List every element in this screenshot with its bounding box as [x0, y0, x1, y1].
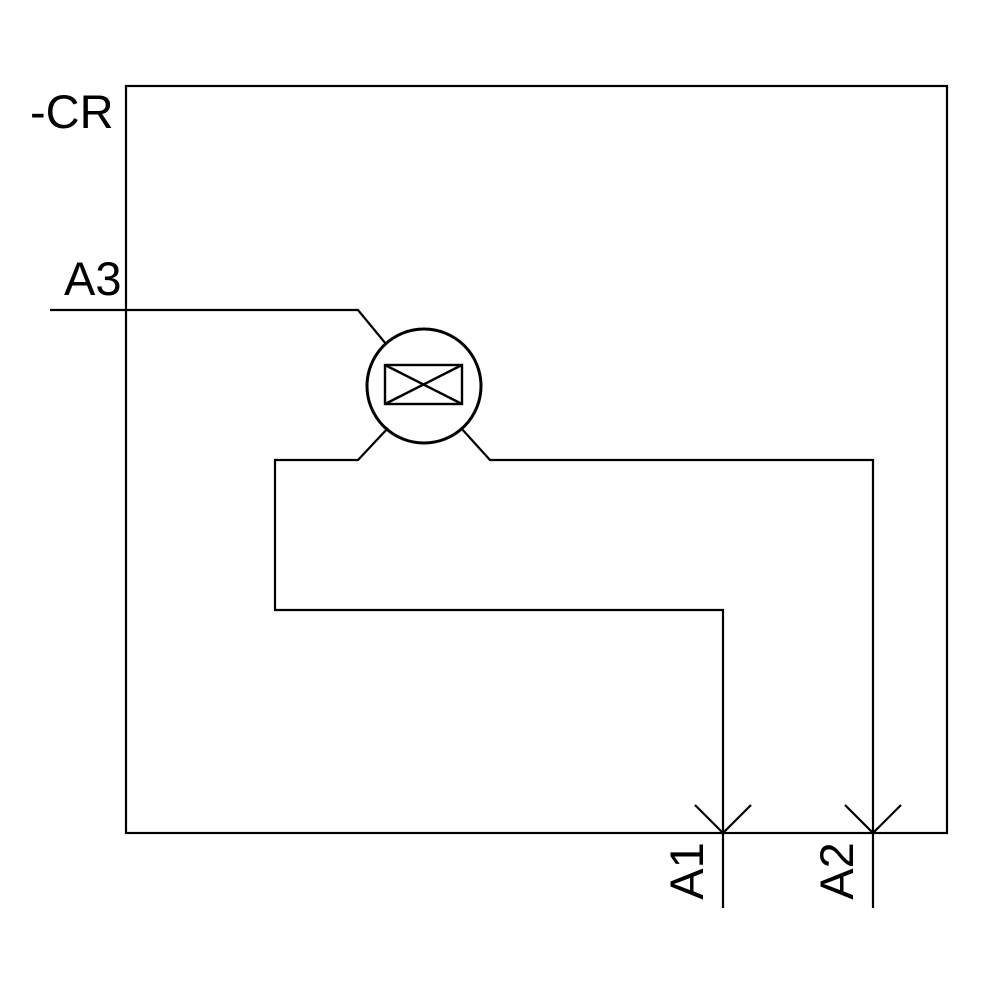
- terminal-a1-label: A1: [660, 842, 713, 900]
- coil-symbol: [365, 327, 483, 445]
- a1-conductor: [273, 427, 725, 908]
- coil-circle: [365, 327, 483, 445]
- a1-arrow-down-icon: [694, 804, 752, 834]
- coil-rectifier-box: [383, 363, 464, 406]
- a3-lead-line: [50, 308, 387, 345]
- device-label: -CR: [30, 85, 114, 138]
- a2-conductor: [460, 427, 875, 908]
- terminal-a2-label: A2: [810, 842, 863, 900]
- terminal-a3-label: A3: [64, 252, 122, 305]
- enclosure-outline: [124, 84, 949, 835]
- coil-cross-diagonal-2: [384, 363, 463, 406]
- a2-arrow-down-icon: [844, 804, 902, 834]
